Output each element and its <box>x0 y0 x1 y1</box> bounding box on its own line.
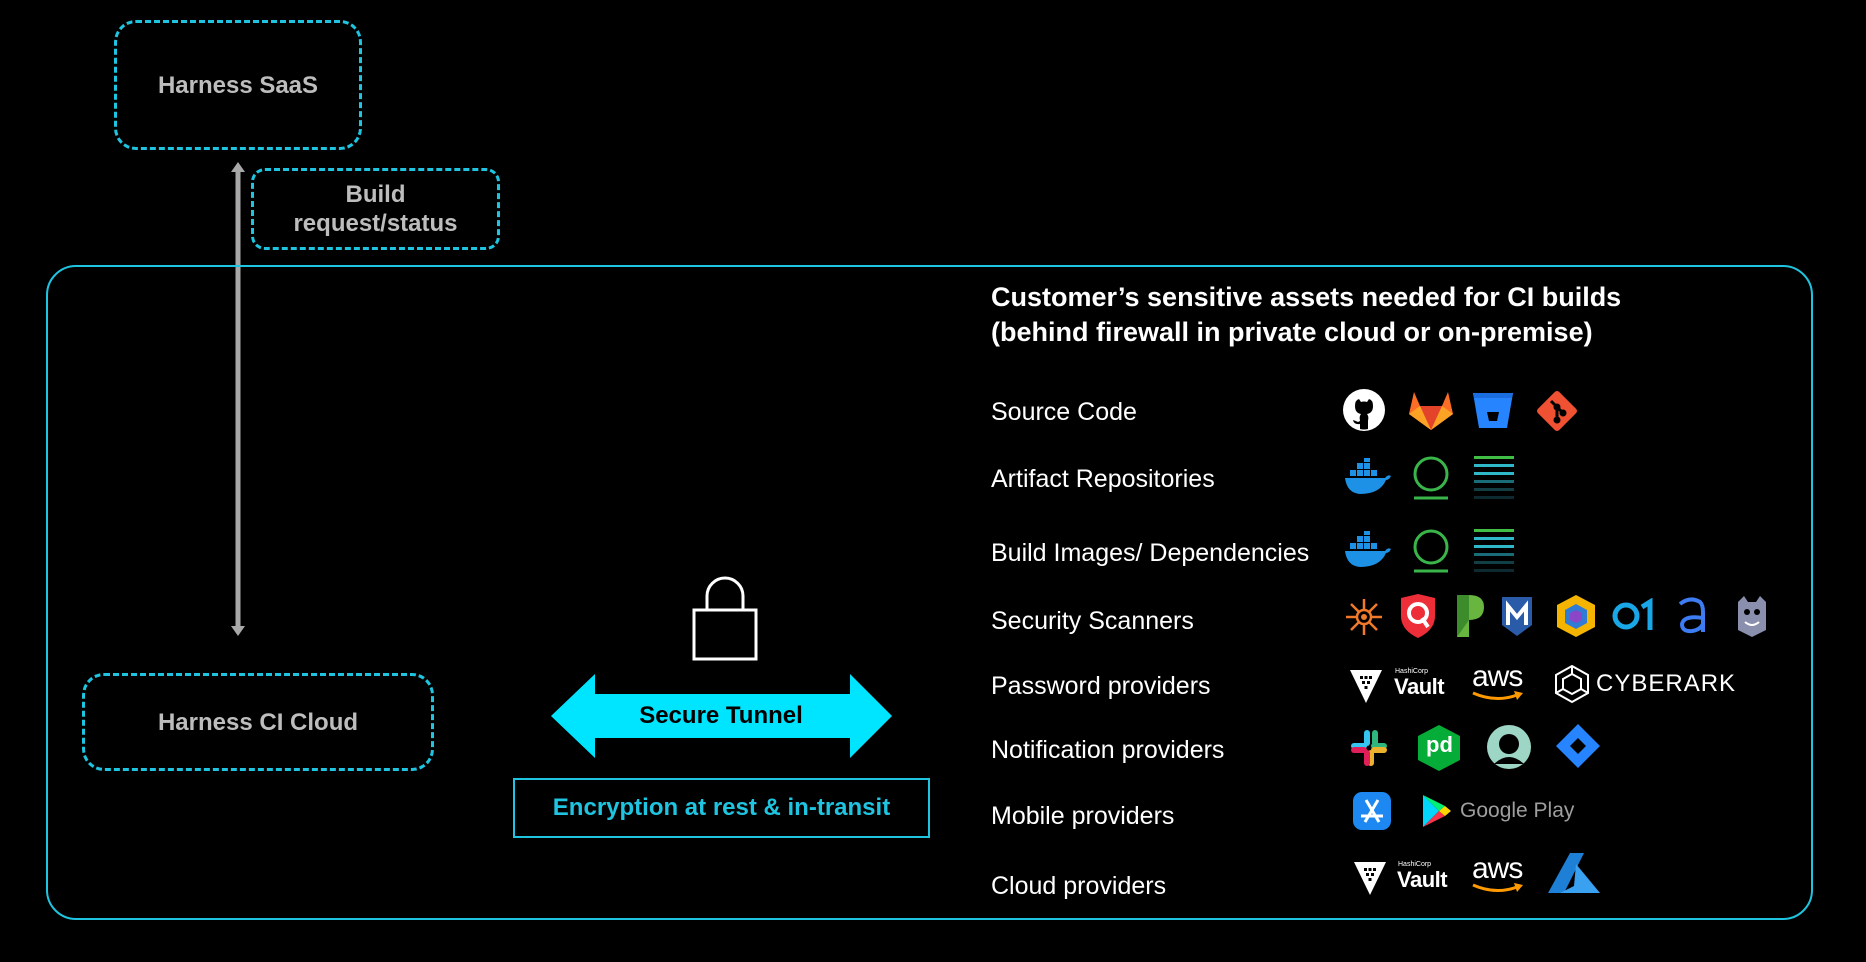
private-cloud-boundary <box>46 265 1813 920</box>
docker-icon <box>1345 531 1391 567</box>
encryption-label: Encryption at rest & in-transit <box>552 794 891 821</box>
build-request-node: Build request/status <box>251 168 500 250</box>
docker-icon <box>1345 458 1391 494</box>
qualys-icon <box>1401 594 1435 638</box>
jira-icon <box>1556 724 1600 768</box>
vault-icon <box>1350 670 1382 703</box>
opsgenie-icon <box>1487 725 1531 769</box>
row-label-source-code: Source Code <box>991 398 1137 426</box>
pagerduty-icon <box>1418 725 1460 771</box>
slack-icon <box>1351 730 1387 766</box>
github-icon <box>1343 389 1385 431</box>
vault-wordmark-cloud: Vault <box>1397 867 1448 892</box>
nexus-icon <box>1413 456 1449 500</box>
mend-icon <box>1502 597 1532 636</box>
vault-wordmark: Vault <box>1394 674 1445 699</box>
google-play-icon <box>1423 795 1451 827</box>
bitbucket-icon <box>1473 393 1513 428</box>
aws-wordmark: aws <box>1472 660 1523 693</box>
row-label-security-scanners: Security Scanners <box>991 607 1194 635</box>
assets-heading-line2: (behind firewall in private cloud or on-… <box>991 317 1593 347</box>
google-play-wordmark: Google Play <box>1460 799 1575 822</box>
row-label-artifact-repositories: Artifact Repositories <box>991 465 1215 493</box>
app-store-icon <box>1353 792 1391 830</box>
o1-icon <box>1612 598 1653 630</box>
prisma-icon <box>1457 595 1484 637</box>
aws-smile-icon-cloud <box>1472 883 1523 892</box>
pagerduty-text: pd <box>1426 732 1453 757</box>
secure-tunnel-arrow <box>551 674 892 758</box>
artifactory-icon <box>1474 529 1514 572</box>
harness-saas-node: Harness SaaS <box>114 20 362 150</box>
cyberark-icon <box>1555 664 1589 704</box>
row-label-password-providers: Password providers <box>991 672 1211 700</box>
lock-icon <box>692 576 758 661</box>
nexus-icon <box>1413 529 1449 573</box>
cyberark-wordmark: CYBERARK <box>1596 670 1737 697</box>
row-label-cloud-providers: Cloud providers <box>991 872 1167 900</box>
aws-smile-icon <box>1472 691 1523 700</box>
artifactory-icon <box>1474 456 1514 499</box>
row-label-build-images: Build Images/ Dependencies <box>991 539 1310 567</box>
scanner-hub-icon <box>1346 599 1382 635</box>
connector-arrow <box>231 162 245 636</box>
assets-heading: Customer’s sensitive assets needed for C… <box>991 280 1621 350</box>
row-label-notification-providers: Notification providers <box>991 736 1225 764</box>
harness-ci-cloud-label: Harness CI Cloud <box>157 708 359 736</box>
vault-hashicorp-text-cloud: HashiCorp <box>1398 861 1432 868</box>
vault-hashicorp-text: HashiCorp <box>1395 668 1429 675</box>
encryption-box: Encryption at rest & in-transit <box>513 778 930 838</box>
assets-heading-line1: Customer’s sensitive assets needed for C… <box>991 282 1622 312</box>
scanner-cube-icon <box>1557 595 1595 637</box>
harness-ci-cloud-node: Harness CI Cloud <box>82 673 434 771</box>
vault-icon <box>1354 862 1386 895</box>
a-icon <box>1678 597 1705 634</box>
gitlab-icon <box>1409 392 1453 430</box>
secure-tunnel-label: Secure Tunnel <box>639 702 803 729</box>
row-label-mobile-providers: Mobile providers <box>991 802 1175 830</box>
git-icon <box>1537 391 1577 431</box>
azure-icon <box>1548 853 1600 893</box>
harness-saas-label: Harness SaaS <box>157 71 319 99</box>
owasp-icon <box>1738 596 1766 637</box>
build-request-label: Build request/status <box>293 181 458 237</box>
aws-wordmark-cloud: aws <box>1472 852 1523 885</box>
